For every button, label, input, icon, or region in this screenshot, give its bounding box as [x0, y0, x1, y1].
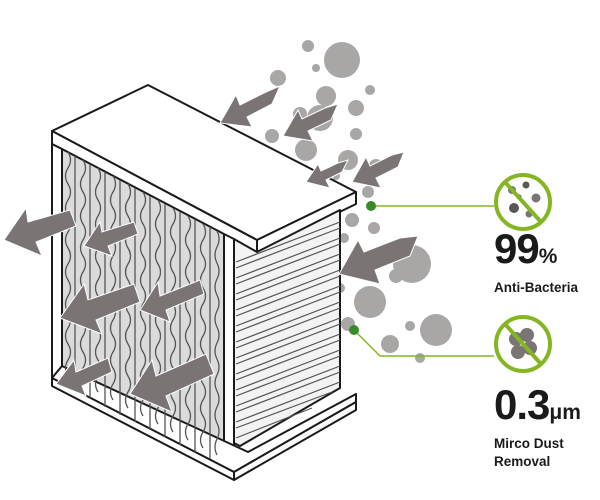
anti-bacteria-value: 99 [494, 225, 540, 272]
incoming-arrow-icon [338, 235, 419, 285]
pleats-side [235, 221, 341, 439]
micro-dust-unit: μm [549, 401, 581, 424]
outgoing-arrow-icon [55, 357, 113, 397]
airflow-arrows [3, 85, 419, 413]
incoming-arrow-icon [351, 151, 405, 189]
micro-dust-caption-line-1: Mirco Dust [494, 436, 564, 451]
outgoing-arrow-icon [59, 282, 141, 335]
micro-dust-caption-line-2: Removal [494, 454, 551, 469]
dust-prohibited-icon [494, 315, 552, 373]
outgoing-arrow-icon [139, 279, 205, 323]
anti-bacteria-value-row: 99% [494, 228, 594, 278]
bacteria-prohibited-icon [494, 173, 552, 231]
anti-bacteria-stat: 99% Anti-Bacteria [494, 228, 594, 296]
outgoing-arrow-icon [129, 353, 215, 413]
callout-dot [366, 201, 376, 211]
filter-bottom-front-edge [51, 377, 235, 481]
incoming-arrow-icon [305, 159, 349, 189]
anti-bacteria-unit: % [538, 245, 558, 268]
anti-bacteria-caption: Anti-Bacteria [494, 280, 579, 295]
filter-front-post [223, 233, 235, 473]
outgoing-arrow-icon [83, 220, 139, 257]
outgoing-arrow-icon [3, 206, 77, 257]
incoming-arrow-icon [219, 85, 281, 128]
incoming-arrow-icon [282, 103, 339, 142]
callout-lines [349, 201, 494, 357]
micro-dust-stat: 0.3μm Mirco Dust Removal [494, 384, 594, 470]
filter-front-frame [51, 143, 63, 385]
callout-dot [349, 325, 359, 335]
micro-dust-value: 0.3 [494, 381, 550, 428]
micro-dust-value-row: 0.3μm [494, 384, 594, 434]
